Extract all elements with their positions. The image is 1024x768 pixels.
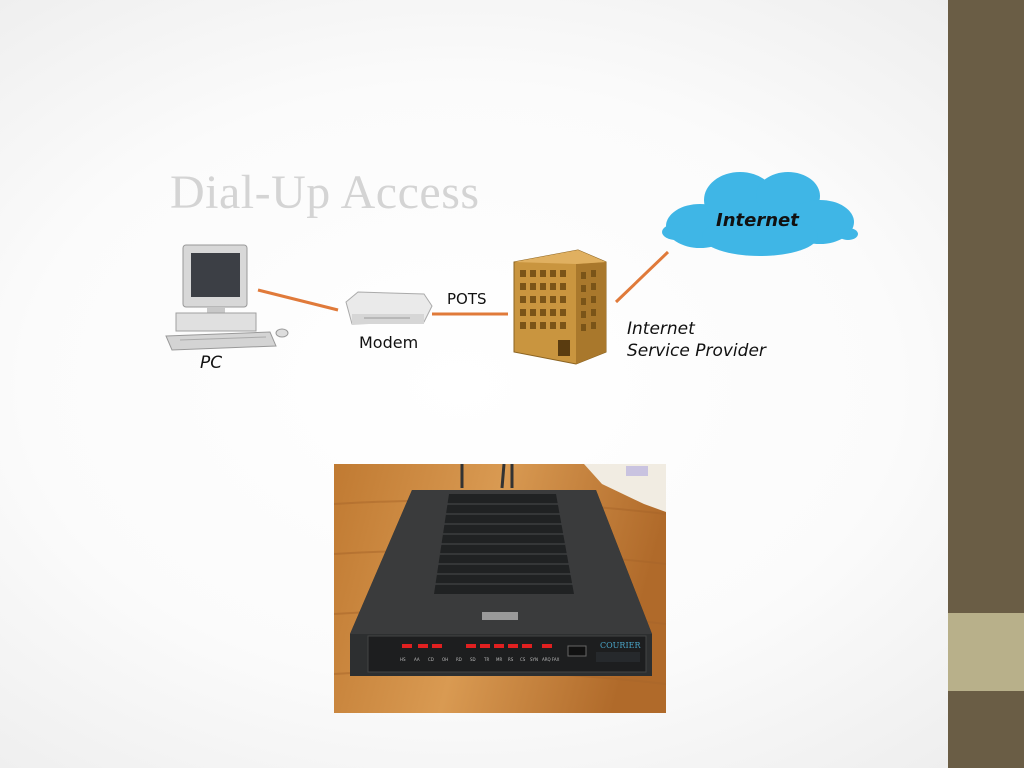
isp-label-line1: Internet	[627, 318, 766, 340]
led-label-hs: HS	[400, 657, 406, 662]
led-label-tr: TR	[483, 657, 489, 662]
led-label-rs: RS	[508, 657, 514, 662]
led-label-cs: CS	[520, 657, 526, 662]
led-label-rd: RD	[456, 657, 462, 662]
led-label-mr: MR	[496, 657, 502, 662]
pc-icon	[166, 245, 288, 350]
modem-label: Modem	[359, 333, 418, 352]
voice-data-button	[568, 646, 586, 656]
connector-isp-internet	[616, 252, 668, 302]
led-label-cd: CD	[428, 657, 434, 662]
led-label-syn: SYN	[530, 657, 538, 662]
modem-icon	[346, 292, 432, 324]
dialup-diagram	[0, 0, 948, 460]
modem-photo: HS AA CD OH RD SD TR MR RS CS SYN ARQ FA…	[334, 464, 666, 713]
led-label-arq-fax: ARQ FAX	[542, 657, 560, 662]
led-label-oh: OH	[442, 657, 448, 662]
isp-label-line2: Service Provider	[627, 340, 766, 362]
sidebar-accent-block	[948, 613, 1024, 691]
pots-label: POTS	[447, 290, 487, 308]
connector-pc-modem	[258, 290, 338, 310]
internet-label: Internet	[716, 210, 799, 231]
pc-label: PC	[200, 353, 222, 373]
isp-label: Internet Service Provider	[627, 318, 766, 362]
led-label-aa: AA	[414, 657, 420, 662]
modem-brand-label: COURIER	[600, 641, 641, 650]
led-label-sd: SD	[470, 657, 476, 662]
isp-building-icon	[514, 250, 606, 364]
